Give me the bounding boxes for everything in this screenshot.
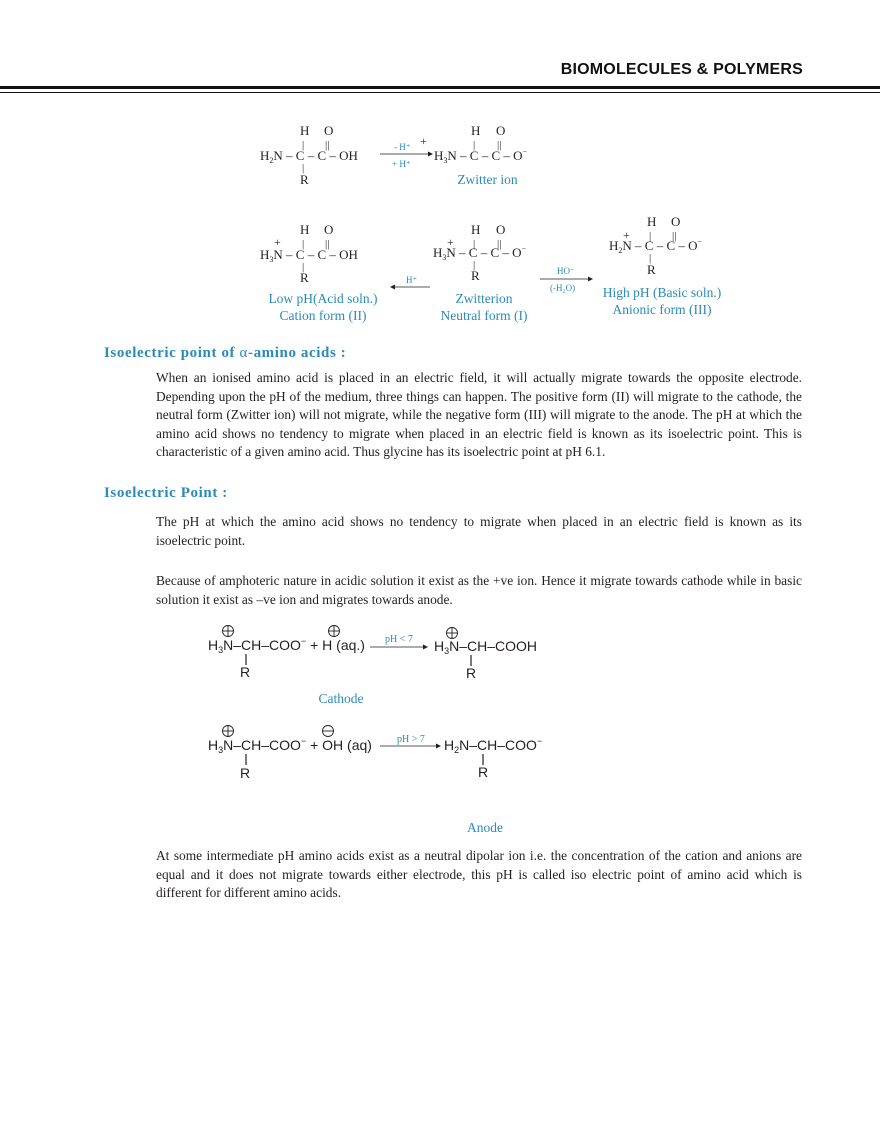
svg-text:H3N–CH–COOH: H3N–CH–COOH bbox=[434, 638, 537, 656]
zwitter-ion-label: Zwitter ion bbox=[457, 172, 518, 187]
svg-text:+: + bbox=[447, 235, 454, 249]
section1-body: When an ionised amino acid is placed in … bbox=[156, 370, 802, 459]
svg-text:R: R bbox=[240, 765, 250, 781]
cathode-reaction-diagram: H3N–CH–COO− + H (aq.) R H3N–CH–COOH R pH… bbox=[208, 625, 537, 681]
svg-text:|: | bbox=[649, 230, 651, 242]
svg-text:O: O bbox=[324, 222, 333, 237]
zwitterion-label-line2: Neutral form (I) bbox=[440, 308, 528, 323]
svg-text:||: || bbox=[497, 139, 501, 151]
arrow-bottom-label: + H⁺ bbox=[392, 159, 411, 169]
header-rule-thick bbox=[0, 86, 880, 89]
svg-text:H2N – C – C – O−: H2N – C – C – O− bbox=[609, 237, 703, 255]
section2-paragraph-3: At some intermediate pH amino acids exis… bbox=[156, 848, 802, 900]
svg-text:H3N–CH–COO− + H (aq.): H3N–CH–COO− + H (aq.) bbox=[208, 636, 365, 655]
svg-text:+: + bbox=[274, 235, 281, 249]
left-arrow-label: H⁺ bbox=[406, 275, 417, 285]
svg-text:|: | bbox=[302, 139, 304, 151]
reaction2-condition: pH > 7 bbox=[397, 734, 425, 745]
svg-text:H: H bbox=[300, 222, 309, 237]
svg-text:H3N–CH–COO− + OH (aq): H3N–CH–COO− + OH (aq) bbox=[208, 736, 372, 755]
svg-text:H: H bbox=[300, 123, 309, 138]
svg-text:R: R bbox=[300, 172, 309, 187]
header-rule-thin bbox=[0, 92, 880, 93]
svg-text:R: R bbox=[471, 268, 480, 283]
svg-text:H: H bbox=[647, 214, 656, 229]
anion-label-line1: High pH (Basic soln.) bbox=[602, 285, 722, 300]
zwitterion-label-line1: Zwitterion bbox=[455, 291, 513, 306]
svg-text:H2N–CH–COO−: H2N–CH–COO− bbox=[444, 736, 542, 755]
section-heading-isoelectric-point: Isoelectric Point : bbox=[104, 485, 228, 501]
right-arrow-bottom-label: (-H₂O) bbox=[550, 283, 575, 293]
heading-suffix: -amino acids : bbox=[247, 345, 347, 361]
svg-text:O: O bbox=[671, 214, 680, 229]
svg-text:||: || bbox=[325, 238, 329, 250]
cathode-label: Cathode bbox=[318, 691, 364, 706]
svg-text:O: O bbox=[324, 123, 333, 138]
svg-text:H3N – C – C – O−: H3N – C – C – O− bbox=[433, 244, 527, 262]
svg-text:H3N – C – C – O−: H3N – C – C – O− bbox=[434, 147, 528, 165]
anode-label: Anode bbox=[467, 820, 503, 835]
right-arrow-top-label: HO⁻ bbox=[557, 266, 575, 276]
svg-text:R: R bbox=[240, 664, 250, 680]
anion-label-line2: Anionic form (III) bbox=[612, 302, 712, 317]
anion-form-label: High pH (Basic soln.) Anionic form (III) bbox=[593, 284, 731, 318]
svg-text:|: | bbox=[473, 259, 475, 271]
svg-text:|: | bbox=[302, 238, 304, 250]
svg-text:+: + bbox=[420, 134, 427, 148]
zwitterion-form-label: Zwitterion Neutral form (I) bbox=[430, 290, 538, 324]
section-heading-isoelectric-alpha: Isoelectric point of α-amino acids : bbox=[104, 345, 346, 362]
svg-text:H2N – C – C – OH: H2N – C – C – OH bbox=[260, 148, 358, 165]
svg-text:O: O bbox=[496, 222, 505, 237]
arrow-top-label: - H⁺ bbox=[394, 142, 411, 152]
svg-text:||: || bbox=[325, 139, 329, 151]
svg-text:||: || bbox=[497, 238, 501, 250]
svg-text:R: R bbox=[478, 764, 488, 780]
svg-text:|: | bbox=[473, 139, 475, 151]
svg-text:R: R bbox=[466, 665, 476, 681]
svg-text:H: H bbox=[471, 222, 480, 237]
svg-text:|: | bbox=[302, 162, 304, 174]
section2-paragraph-2: Because of amphoteric nature in acidic s… bbox=[156, 573, 802, 607]
svg-text:H: H bbox=[471, 123, 480, 138]
reaction1-condition: pH < 7 bbox=[385, 634, 413, 645]
cation-label-line2: Cation form (II) bbox=[279, 308, 367, 323]
svg-text:O: O bbox=[496, 123, 505, 138]
cation-label-line1: Low pH(Acid soln.) bbox=[268, 291, 378, 306]
alpha-symbol: α bbox=[239, 345, 248, 361]
section2-paragraph-1: The pH at which the amino acid shows no … bbox=[156, 514, 802, 548]
svg-text:|: | bbox=[649, 252, 651, 264]
page-header-title: BIOMOLECULES & POLYMERS bbox=[560, 61, 803, 78]
anode-reaction-diagram: H3N–CH–COO− + OH (aq) R H2N–CH–COO− R pH… bbox=[208, 725, 542, 781]
svg-text:|: | bbox=[302, 261, 304, 273]
svg-text:||: || bbox=[672, 230, 676, 242]
svg-text:R: R bbox=[647, 262, 656, 277]
svg-text:H3N – C – C – OH: H3N – C – C – OH bbox=[260, 247, 358, 264]
svg-text:R: R bbox=[300, 270, 309, 285]
heading-prefix: Isoelectric point of bbox=[104, 345, 240, 361]
svg-text:|: | bbox=[473, 238, 475, 250]
svg-text:+: + bbox=[623, 228, 630, 242]
cation-form-label: Low pH(Acid soln.) Cation form (II) bbox=[250, 290, 396, 324]
